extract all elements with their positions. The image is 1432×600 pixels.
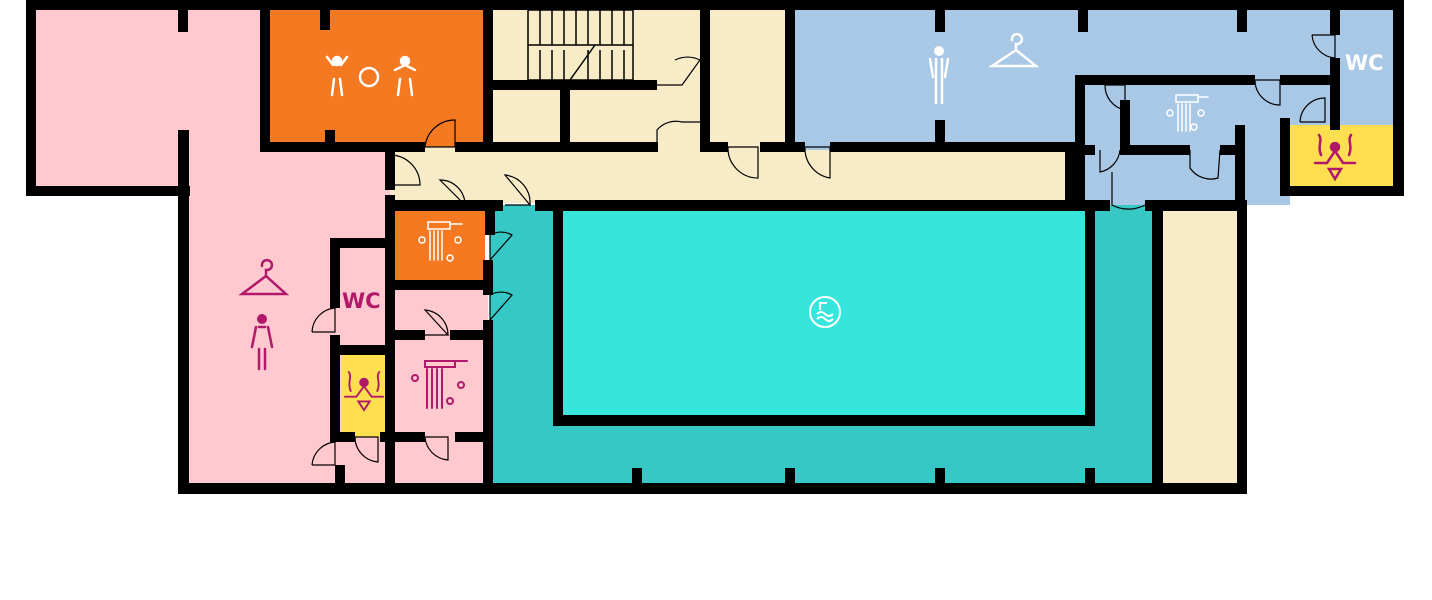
door[interactable] [423,309,450,336]
walls [26,0,1404,494]
hanger-icon [987,32,1040,68]
stairwell-area[interactable] [487,5,787,150]
corridor[interactable] [390,148,1065,203]
door[interactable] [424,119,456,148]
door[interactable] [657,56,701,86]
wc-sign-women: WC [342,289,381,313]
door[interactable] [656,120,700,147]
door[interactable] [424,436,449,461]
room-fills [30,5,1395,488]
shower-icon-women [411,360,468,409]
door[interactable] [727,146,759,179]
shower-icon-kids [418,221,463,262]
person-icon [928,46,950,105]
door[interactable] [389,154,421,186]
door[interactable] [1099,149,1121,173]
men-shower-area[interactable] [1070,80,1290,205]
wc-sign-men: WC [1345,51,1384,75]
children-play-icon [325,55,417,97]
women-shower-room[interactable] [390,285,488,488]
door[interactable] [804,146,831,179]
door[interactable] [503,174,532,206]
door[interactable] [1104,84,1126,111]
staircase [527,9,634,81]
kids-play-room[interactable] [265,5,487,147]
person-icon-women [250,314,274,371]
door[interactable] [311,307,336,333]
door[interactable] [438,179,467,206]
swimming-pool-icon [809,296,841,328]
door[interactable] [1254,79,1281,106]
door[interactable] [1111,172,1146,210]
door[interactable] [311,441,336,466]
men-sauna[interactable] [1290,125,1393,187]
hanger-icon-women [238,258,290,296]
door[interactable] [354,436,379,463]
shower-icon-men [1166,94,1209,132]
door[interactable] [489,291,513,322]
door[interactable] [1189,149,1221,180]
women-sauna[interactable] [342,352,387,437]
side-corridor[interactable] [1160,205,1240,488]
sauna-icon-women [344,371,384,412]
doors [311,34,1336,466]
door[interactable] [1311,34,1336,59]
door[interactable] [1299,97,1326,123]
door[interactable] [489,231,513,262]
kids-shower-room[interactable] [393,210,485,282]
sauna-icon-men [1313,133,1357,182]
